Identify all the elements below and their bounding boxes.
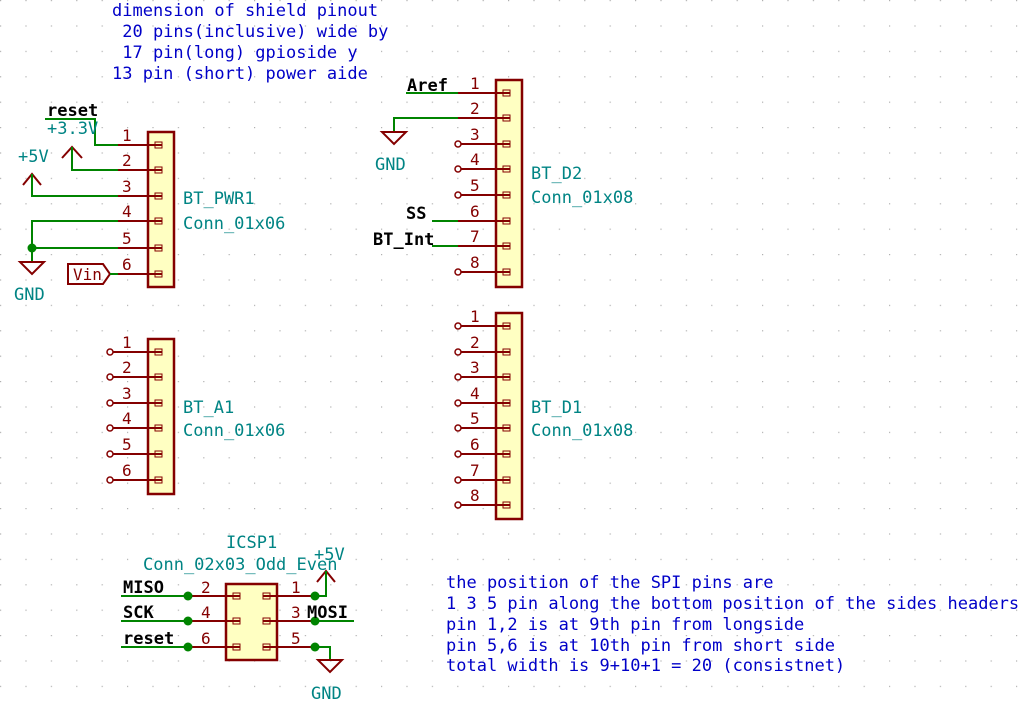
icsp1-pins xyxy=(188,592,315,651)
connector-bt-d2[interactable]: 1 2 3 4 5 6 7 8 BT_D2 Conn_01x08 xyxy=(454,74,633,289)
bt-d1-pin-1: 1 xyxy=(470,307,480,326)
bt-d1-body xyxy=(494,311,524,521)
power-label-gnd-left: GND xyxy=(14,285,45,305)
icsp1-pin-1: 1 xyxy=(291,578,301,597)
note-line-2: 20 pins(inclusive) wide by xyxy=(112,22,388,42)
bt-a1-pin-4: 4 xyxy=(122,409,132,428)
bt-pwr1-pin-1: 1 xyxy=(122,126,132,145)
icsp1-pin-3: 3 xyxy=(291,603,301,622)
note-line-1: dimension of shield pinout xyxy=(112,1,378,21)
bt-d2-pins xyxy=(454,89,511,276)
bt-d1-pin-5: 5 xyxy=(470,409,480,428)
icsp1-ref: ICSP1 xyxy=(226,533,277,553)
bt-d1-pin-4: 4 xyxy=(470,384,480,403)
bt-d1-ref: BT_D1 xyxy=(531,398,582,418)
bt-pwr1-pin-5: 5 xyxy=(122,229,132,248)
net-label-mosi: MOSI xyxy=(307,603,348,623)
net-label-sck: SCK xyxy=(123,603,154,623)
net-label-reset-icsp: reset xyxy=(123,629,174,649)
power-label-gnd-d2: GND xyxy=(375,155,406,175)
spi-note-line-4: pin 5,6 is at 10th pin from short side xyxy=(446,636,835,656)
icsp1-value: Conn_02x03_Odd_Even xyxy=(143,555,337,575)
bt-d2-wires xyxy=(379,92,458,247)
bt-d1-pin-6: 6 xyxy=(470,435,480,454)
bt-d2-pin-3: 3 xyxy=(470,125,480,144)
bt-a1-pin-3: 3 xyxy=(122,384,132,403)
bt-pwr1-value: Conn_01x06 xyxy=(183,214,285,234)
bt-d2-ref: BT_D2 xyxy=(531,164,582,184)
net-label-bt-int: BT_Int xyxy=(373,230,434,250)
net-label-miso: MISO xyxy=(123,578,164,598)
bt-pwr1-pin-4: 4 xyxy=(122,202,132,221)
note-line-3: 17 pin(long) gpioside y xyxy=(112,43,358,63)
bt-a1-ref: BT_A1 xyxy=(183,398,234,418)
bt-pwr1-pin-3: 3 xyxy=(122,177,132,196)
spi-note-line-5: total width is 9+10+1 = 20 (consistnet) xyxy=(446,656,845,676)
bt-a1-pins xyxy=(106,348,163,484)
power-label-5v-icsp: +5V xyxy=(314,545,345,565)
bt-a1-pin-5: 5 xyxy=(122,435,132,454)
connector-bt-pwr1[interactable]: 1 2 3 4 5 6 BT_PWR1 Conn_01x06 xyxy=(118,126,285,289)
spi-position-note: the position of the SPI pins are 1 3 5 p… xyxy=(446,573,1019,676)
spi-note-line-3: pin 1,2 is at 9th pin from longside xyxy=(446,615,804,635)
bt-d2-pin-8: 8 xyxy=(470,253,480,272)
bt-pwr1-pins xyxy=(118,141,163,278)
icsp1-pin-6: 6 xyxy=(201,629,211,648)
bt-d2-pin-6: 6 xyxy=(470,202,480,221)
bt-pwr1-body xyxy=(146,130,176,289)
bt-d1-pin-3: 3 xyxy=(470,358,480,377)
shield-dimension-note: dimension of shield pinout 20 pins(inclu… xyxy=(112,1,388,84)
bt-d2-body xyxy=(494,78,524,289)
power-label-5v-left: +5V xyxy=(18,147,49,167)
bt-pwr1-pin-2: 2 xyxy=(122,151,132,170)
note-line-4: 13 pin (short) power aide xyxy=(112,64,368,84)
power-label-gnd-icsp: GND xyxy=(311,684,342,704)
bt-d2-pin-2: 2 xyxy=(470,99,480,118)
connector-bt-a1[interactable]: 1 2 3 4 5 6 BT_A1 Conn_01x06 xyxy=(106,333,285,496)
connector-bt-d1[interactable]: 1 2 3 4 5 6 7 8 BT_D1 Conn_01x08 xyxy=(454,307,633,521)
icsp1-pin-5: 5 xyxy=(291,629,301,648)
bt-a1-body xyxy=(146,337,176,496)
bt-pwr1-wires xyxy=(17,118,118,285)
spi-note-line-1: the position of the SPI pins are xyxy=(446,573,774,593)
bt-a1-pin-1: 1 xyxy=(122,333,132,352)
bt-d2-value: Conn_01x08 xyxy=(531,188,633,208)
hier-label-vin: Vin xyxy=(73,265,102,284)
bt-d1-pin-7: 7 xyxy=(470,461,480,480)
bt-a1-value: Conn_01x06 xyxy=(183,421,285,441)
net-label-reset-pwr: reset xyxy=(47,101,98,121)
bt-d1-pin-8: 8 xyxy=(470,486,480,505)
bt-pwr1-ref: BT_PWR1 xyxy=(183,189,255,209)
bt-a1-pin-2: 2 xyxy=(122,358,132,377)
net-label-ss: SS xyxy=(406,204,426,224)
icsp1-pin-2: 2 xyxy=(201,578,211,597)
bt-d2-pin-4: 4 xyxy=(470,150,480,169)
net-label-aref: Aref xyxy=(407,76,448,96)
connector-icsp1[interactable]: 1 2 3 4 5 6 ICSP1 Conn_02x03_Odd_Even xyxy=(143,533,337,662)
icsp1-pin-4: 4 xyxy=(201,603,211,622)
bt-d1-pins xyxy=(454,322,511,509)
bt-pwr1-pin-6: 6 xyxy=(122,255,132,274)
icsp1-wires xyxy=(121,569,354,674)
bt-d2-pin-1: 1 xyxy=(470,74,480,93)
bt-d2-pin-5: 5 xyxy=(470,176,480,195)
bt-d1-value: Conn_01x08 xyxy=(531,421,633,441)
spi-note-line-2: 1 3 5 pin along the bottom position of t… xyxy=(446,594,1019,614)
power-label-3v3: +3.3V xyxy=(47,119,98,139)
bt-d1-pin-2: 2 xyxy=(470,333,480,352)
bt-a1-pin-6: 6 xyxy=(122,461,132,480)
bt-d2-pin-7: 7 xyxy=(470,227,480,246)
